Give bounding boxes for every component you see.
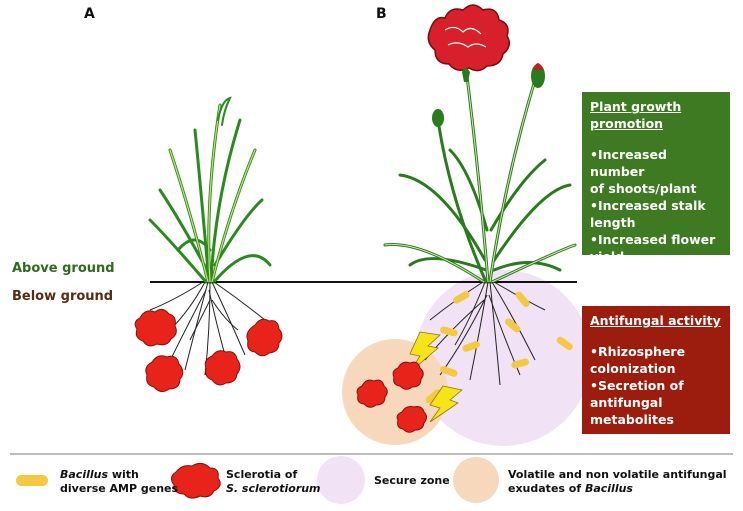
bacillus-cell (452, 291, 470, 304)
plant-b (383, 58, 577, 284)
bacillus-cell (556, 336, 573, 351)
bacillus-cell (515, 291, 530, 308)
growth-box-title-line1: Plant growth (590, 99, 682, 114)
antifungal-item: •Rhizosphere (590, 344, 686, 359)
above-ground-label: Above ground (12, 261, 115, 276)
sclerotium (204, 350, 241, 386)
antifungal-item: antifungal (590, 395, 663, 410)
below-ground-label: Below ground (12, 289, 114, 304)
lightning-bolts (409, 331, 463, 423)
bacillus-cell (425, 389, 442, 404)
bacillus-cell (504, 318, 521, 333)
growth-item: •Increased number (590, 147, 667, 179)
lightning-icon (409, 331, 441, 373)
growth-item: •Increased stalk (590, 198, 706, 213)
growth-item: yield (590, 249, 625, 264)
antifungal-item: colonization (590, 361, 676, 376)
legend-secure-zone-swatch (317, 456, 365, 504)
legend-bacillus-label: Bacillus with diverse AMP genes (60, 468, 179, 495)
bacillus-cell (462, 341, 480, 352)
sclerotium (396, 406, 427, 433)
antifungal-activity-box: Antifungal activity •Rhizosphere coloniz… (582, 306, 730, 434)
panel-label-a: A (84, 6, 95, 22)
lightning-icon (429, 385, 463, 423)
growth-item: of shoots/plant (590, 181, 697, 196)
legend-exudates-label: Volatile and non volatile antifungal exu… (508, 468, 727, 495)
antifungal-item: metabolites (590, 412, 674, 427)
legend-sclerotia-label: Sclerotia of S. sclerotiorum (226, 468, 321, 495)
legend-exudate-swatch (453, 457, 499, 503)
sclerotium (246, 318, 283, 357)
bacillus-cell (511, 358, 529, 369)
legend-sclerotia-swatch (170, 462, 221, 499)
sclerotia-b (356, 361, 427, 433)
sclerotia-a (134, 308, 283, 393)
bacillus-cell (440, 366, 458, 377)
sclerotium (134, 308, 177, 347)
growth-item: •Increased flower (590, 232, 716, 247)
bacillus-cells (425, 291, 573, 404)
legend-bacillus-swatch (16, 475, 48, 486)
secure-zone-circle (415, 270, 591, 446)
antifungal-box-title: Antifungal activity (590, 313, 721, 328)
plant-a (148, 96, 272, 284)
carnation-flower (427, 4, 510, 82)
panel-label-b: B (376, 6, 387, 22)
sclerotium (356, 379, 388, 408)
legend-secure-zone-label: Secure zone (374, 474, 450, 487)
plant-growth-promotion-box: Plant growth promotion •Increased number… (582, 92, 730, 264)
sclerotium (145, 355, 184, 393)
bacillus-cell (440, 326, 458, 337)
sclerotium (392, 361, 424, 390)
growth-box-title-line2: promotion (590, 116, 664, 131)
antifungal-item: •Secretion of (590, 378, 684, 393)
growth-item: length (590, 215, 636, 230)
